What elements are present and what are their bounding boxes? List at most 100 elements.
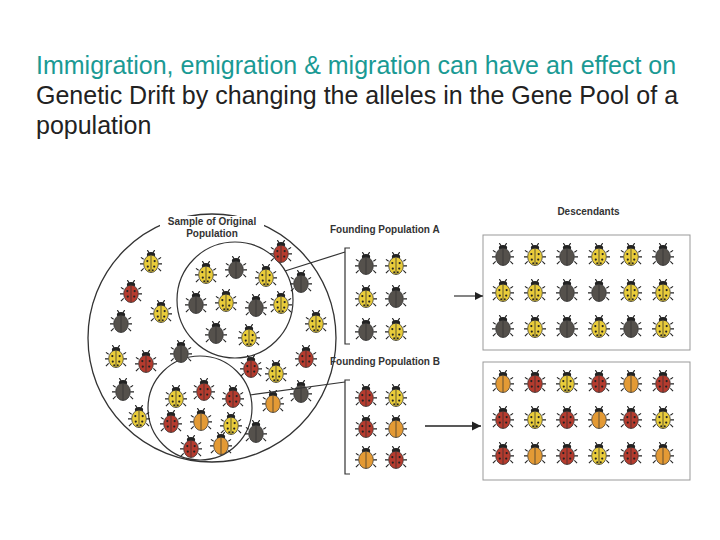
beetle <box>170 340 192 362</box>
beetle <box>140 250 162 272</box>
leader-line <box>250 382 345 395</box>
beetle <box>556 279 578 301</box>
beetle <box>160 410 182 432</box>
beetle <box>355 384 377 406</box>
beetle <box>215 289 237 311</box>
beetle <box>255 264 277 286</box>
descendants-panel <box>483 235 690 350</box>
beetle <box>240 355 262 377</box>
node-label: Sample of Original Population <box>160 216 264 240</box>
node-label: Founding Population B <box>330 356 454 368</box>
beetle <box>588 406 610 428</box>
beetle <box>556 315 578 337</box>
beetle <box>305 310 327 332</box>
beetle <box>385 285 407 307</box>
beetle <box>588 315 610 337</box>
beetle <box>222 385 244 407</box>
beetle <box>652 315 674 337</box>
beetle <box>265 360 287 382</box>
beetle <box>120 280 142 302</box>
beetle <box>135 350 157 372</box>
beetle <box>620 370 642 392</box>
beetle <box>492 243 514 265</box>
beetle <box>355 318 377 340</box>
beetle <box>245 294 267 316</box>
beetle <box>185 291 207 313</box>
beetle <box>270 291 292 313</box>
beetle <box>128 405 150 427</box>
beetle <box>355 446 377 468</box>
founding-group: Founding Population A <box>330 224 454 354</box>
beetle <box>290 270 312 292</box>
beetle <box>195 261 217 283</box>
beetle <box>652 243 674 265</box>
slide-title: Immigration, emigration & migration can … <box>36 50 696 140</box>
beetle <box>210 432 232 454</box>
beetle <box>385 415 407 437</box>
beetle <box>652 406 674 428</box>
beetle <box>524 279 546 301</box>
beetle <box>150 300 172 322</box>
beetle <box>652 442 674 464</box>
arrow <box>454 295 483 296</box>
beetle <box>385 384 407 406</box>
beetle <box>492 279 514 301</box>
beetle <box>245 420 267 442</box>
founding-group: Founding Population B <box>330 356 454 476</box>
beetle <box>238 324 260 346</box>
beetle <box>295 345 317 367</box>
descendants-group: Descendants <box>483 206 694 350</box>
beetle <box>588 370 610 392</box>
beetle <box>220 412 242 434</box>
beetle <box>225 256 247 278</box>
beetle <box>524 406 546 428</box>
beetle <box>524 370 546 392</box>
node-label: Founding Population A <box>330 224 454 236</box>
beetle <box>180 435 202 457</box>
beetle <box>492 370 514 392</box>
beetle <box>193 378 215 400</box>
beetle <box>588 279 610 301</box>
beetle <box>270 240 292 262</box>
beetle <box>492 315 514 337</box>
beetle <box>385 318 407 340</box>
beetle <box>355 415 377 437</box>
beetle <box>588 243 610 265</box>
descendants-panel <box>483 362 690 480</box>
beetle <box>355 252 377 274</box>
beetle <box>290 380 312 402</box>
beetle <box>385 252 407 274</box>
beetle <box>355 285 377 307</box>
beetle <box>556 370 578 392</box>
beetle <box>620 442 642 464</box>
population-circle: Sample of Original Population <box>87 213 337 463</box>
beetle <box>165 385 187 407</box>
beetle <box>105 345 127 367</box>
beetle <box>110 310 132 332</box>
beetle <box>112 378 134 400</box>
beetle <box>492 442 514 464</box>
beetle <box>492 406 514 428</box>
beetle <box>620 243 642 265</box>
beetle <box>385 446 407 468</box>
beetle <box>190 408 212 430</box>
beetle <box>556 406 578 428</box>
bracket <box>345 248 350 344</box>
bracket <box>345 380 350 474</box>
node-label: Descendants <box>483 206 694 218</box>
beetle <box>588 442 610 464</box>
beetle <box>620 315 642 337</box>
beetle <box>524 315 546 337</box>
arrow <box>425 425 481 426</box>
beetle <box>524 442 546 464</box>
beetle <box>205 321 227 343</box>
beetle <box>556 442 578 464</box>
beetle <box>620 279 642 301</box>
beetle <box>652 279 674 301</box>
beetle <box>620 406 642 428</box>
circle-outline <box>87 213 337 463</box>
beetle <box>524 243 546 265</box>
beetle <box>556 243 578 265</box>
beetle <box>652 370 674 392</box>
